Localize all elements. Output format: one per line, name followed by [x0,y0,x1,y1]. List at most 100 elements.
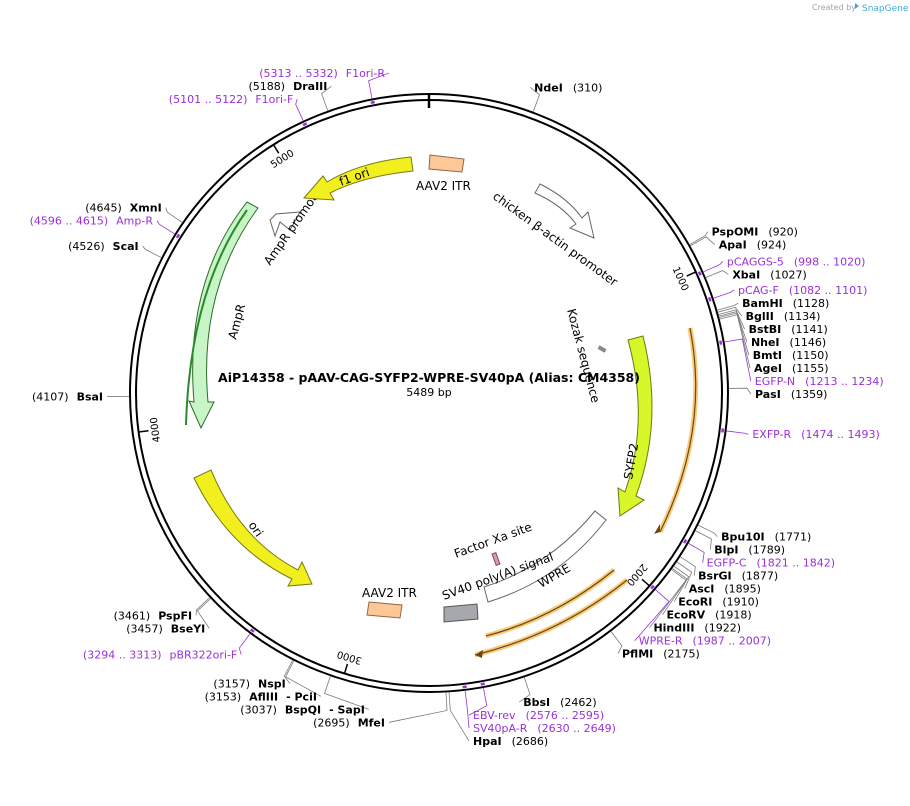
enzyme-label-mfei: (2695)MfeI [313,716,385,729]
site-name: BbsI [523,696,550,709]
site-name-extra: - PciI [286,690,317,703]
site-position: (5101 .. 5122) [169,93,248,106]
site-name: BsrGI [698,570,731,583]
primer-site-marker [697,271,702,276]
enzyme-label-pflmi: PflMI (2175) [622,648,700,661]
site-name: HindIII [653,622,694,635]
site-position: (1821 .. 1842) [757,557,836,570]
leader-line [464,690,470,729]
site-name: PflMI [622,648,653,661]
leader-line [719,312,750,356]
leader-line [323,676,369,710]
primer-site-marker [721,428,725,433]
credit-prefix: Created by [812,3,856,12]
enzyme-label-apai: ApaI(924) [719,239,787,252]
site-position: (4645) [85,202,122,215]
enzyme-label-bmti: BmtI(1150) [753,349,829,362]
feature-ori [193,469,313,587]
enzyme-label-ecori: EcoRI(1910) [678,596,759,609]
site-name: F1ori-F [255,93,293,106]
tick-1000 [686,271,697,277]
site-position: (920) [768,226,798,239]
enzyme-label-bsai: (4107)BsaI [32,391,103,404]
feature-factor-xa-site [491,552,501,566]
site-name: HpaI [473,735,502,748]
enzyme-label-bsrgi: BsrGI(1877) [698,570,778,583]
site-position: (1359) [791,388,828,401]
primer-label-pcaggs-5: pCAGGS-5(998 .. 1020) [727,255,866,268]
primer-site-marker [707,297,712,302]
enzyme-label-bstbi: BstBI(1141) [749,323,828,336]
label-ampr: AmpR [225,303,248,341]
tick-label: 5000 [269,148,296,171]
tick-2000 [641,578,651,587]
leader-line [529,86,540,112]
primer-label-egfp-n: EGFP-N(1213 .. 1234) [755,375,884,388]
enzyme-label-ecorv: EcoRV(1918) [667,609,752,622]
site-name: NdeI [534,81,563,94]
backbone [129,93,729,693]
site-position: (1918) [715,609,752,622]
snapgene-logo-icon [855,3,859,9]
enzyme-label-hindiii: HindIII (1922) [653,622,741,635]
leader-line [610,631,623,654]
leader-line [448,692,470,742]
leader-line [718,309,745,330]
site-name: Amp-R [116,215,153,228]
site-name: EBV-rev [473,709,516,722]
leader-line [468,687,488,716]
primer-label-wpre-r: WPRE-R(1987 .. 2007) [639,635,771,648]
tick-3000 [343,663,349,674]
label-syfp2: SYFP2 [621,442,641,481]
site-name: SV40pA-R [473,722,528,735]
leader-line [368,72,390,99]
site-name: BspQI [285,703,321,716]
enzyme-label-afliii: (3153)AflIII- PciI [205,690,317,703]
site-position: (3457) [126,622,163,635]
leader-line [518,677,531,703]
site-position: (3037) [240,703,277,716]
site-position: (1771) [775,531,812,544]
site-name: EXFP-R [752,428,791,441]
leader-line [673,565,690,602]
site-name: WPRE-R [639,635,683,648]
leader-line [719,314,751,369]
site-position: (2175) [663,648,700,661]
leader-line [703,261,724,273]
site-name: BglII [746,310,774,323]
leader-line [165,207,183,223]
site-position: (1922) [704,622,741,635]
leader-line [321,85,332,111]
site-name: PasI [755,388,781,401]
enzyme-label-bamhi: BamHI(1128) [742,297,829,310]
site-name: ApaI [719,239,747,252]
site-position: (3461) [114,609,151,622]
site-position: (3294 .. 3313) [83,649,162,662]
site-name: XmnI [130,202,162,215]
enzyme-label-scai: (4526) ScaI [68,240,139,253]
feature-ampr [188,201,259,430]
site-position: (1155) [792,362,829,375]
site-name: EcoRI [678,596,712,609]
site-position: (1474 .. 1493) [801,428,880,441]
site-position: (4596 .. 4615) [30,215,109,228]
site-position: (2630 .. 2649) [537,722,616,735]
site-name: AflIII [249,690,278,703]
site-name: PspFI [158,609,192,622]
site-name: BsaI [77,391,103,404]
primer-label-amp-r: (4596 .. 4615) Amp-R [30,215,154,228]
site-name: DraIII [293,80,327,93]
site-name-extra: - SapI [329,703,365,716]
leader-line [196,598,211,629]
site-name: AscI [689,583,715,596]
site-position: (4526) [68,240,105,253]
site-name: Bpu10I [721,531,765,544]
plasmid-size: 5489 bp [406,386,451,399]
site-position: (3157) [213,677,250,690]
site-name: ScaI [113,240,139,253]
tick-label: 3000 [336,648,364,666]
site-name: EGFP-C [707,557,747,570]
site-position: (1027) [770,268,807,281]
site-name: MfeI [358,716,385,729]
